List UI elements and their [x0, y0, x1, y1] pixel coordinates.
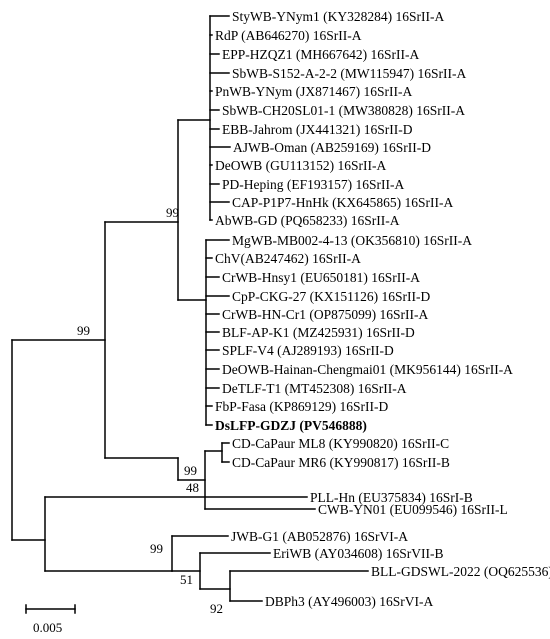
leaf-label: CD-CaPaur ML8 (KY990820) 16SrII-C — [232, 436, 449, 451]
leaf-label: RdP (AB646270) 16SrII-A — [215, 28, 362, 43]
leaf-label: ChV(AB247462) 16SrII-A — [215, 251, 361, 266]
bootstrap-value: 92 — [210, 601, 223, 616]
leaf-label: SPLF-V4 (AJ289193) 16SrII-D — [222, 343, 394, 358]
leaf-label: AbWB-GD (PQ658233) 16SrII-A — [215, 213, 400, 228]
leaf-label: DBPh3 (AY496003) 16SrVI-A — [265, 594, 434, 609]
scale-bar-label: 0.005 — [33, 620, 62, 635]
leaf-label: DeOWB-Hainan-Chengmai01 (MK956144) 16SrI… — [222, 362, 513, 377]
leaf-label: CWB-YN01 (EU099546) 16SrII-L — [318, 502, 508, 517]
leaf-label: JWB-G1 (AB052876) 16SrVI-A — [231, 529, 408, 544]
leaf-label: EBB-Jahrom (JX441321) 16SrII-D — [222, 122, 413, 137]
bootstrap-value: 99 — [150, 541, 163, 556]
leaf-label: EriWB (AY034608) 16SrVII-B — [273, 546, 443, 561]
bootstrap-value: 48 — [186, 480, 199, 495]
leaf-label: SbWB-S152-A-2-2 (MW115947) 16SrII-A — [232, 66, 466, 81]
bootstrap-value: 99 — [184, 463, 197, 478]
leaf-label: CrWB-Hnsy1 (EU650181) 16SrII-A — [222, 270, 420, 285]
leaf-label: CAP-P1P7-HnHk (KX645865) 16SrII-A — [232, 195, 453, 210]
bootstrap-value: 99 — [77, 323, 90, 338]
leaf-label: BLL-GDSWL-2022 (OQ625536) 16SrVI-D — [371, 564, 550, 579]
bootstrap-value: 99 — [166, 205, 179, 220]
leaf-label: PLL-Hn (EU375834) 16SrI-B — [310, 490, 473, 505]
scale-bar: 0.005 — [25, 604, 76, 635]
leaf-label: FbP-Fasa (KP869129) 16SrII-D — [215, 399, 388, 414]
leaf-label: SbWB-CH20SL01-1 (MW380828) 16SrII-A — [222, 103, 465, 118]
leaf-labels: StyWB-YNym1 (KY328284) 16SrII-A RdP (AB6… — [215, 9, 550, 609]
leaf-label: DeTLF-T1 (MT452308) 16SrII-A — [222, 381, 407, 396]
leaf-label: PnWB-YNym (JX871467) 16SrII-A — [215, 84, 412, 99]
leaf-label: CD-CaPaur MR6 (KY990817) 16SrII-B — [232, 455, 450, 470]
leaf-label: StyWB-YNym1 (KY328284) 16SrII-A — [232, 9, 444, 24]
leaf-label: PD-Heping (EF193157) 16SrII-A — [222, 177, 404, 192]
leaf-label: CrWB-HN-Cr1 (OP875099) 16SrII-A — [222, 307, 428, 322]
leaf-label: DsLFP-GDZJ (PV546888) — [215, 418, 367, 433]
leaf-label: DeOWB (GU113152) 16SrII-A — [215, 158, 386, 173]
leaf-label: CpP-CKG-27 (KX151126) 16SrII-D — [232, 289, 430, 304]
bootstrap-values: 99 99 99 48 99 51 92 — [77, 205, 223, 616]
leaf-label: BLF-AP-K1 (MZ425931) 16SrII-D — [222, 325, 415, 340]
leaf-label: MgWB-MB002-4-13 (OK356810) 16SrII-A — [232, 233, 472, 248]
bootstrap-value: 51 — [180, 572, 193, 587]
tree-branches — [11, 15, 369, 602]
leaf-label: EPP-HZQZ1 (MH667642) 16SrII-A — [222, 47, 419, 62]
leaf-label: AJWB-Oman (AB259169) 16SrII-D — [233, 140, 431, 155]
